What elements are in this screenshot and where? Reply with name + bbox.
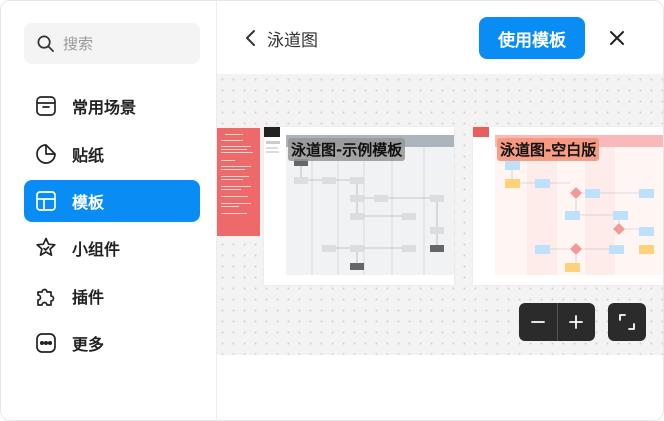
sidebar-item-label: 常用场景 [72, 98, 137, 117]
fit-screen-icon [619, 314, 635, 330]
template-icon [34, 189, 58, 213]
use-template-button[interactable]: 使用模板 [479, 17, 585, 59]
minus-icon [530, 321, 545, 323]
zoom-controls [519, 303, 595, 341]
zoom-in-button[interactable] [557, 303, 595, 341]
sidebar-item-label: 插件 [72, 288, 105, 307]
template-label-blank: 泳道图-空白版 [497, 138, 600, 161]
swimlane-blank-preview [473, 127, 663, 275]
sticker-icon [34, 142, 58, 166]
page-title: 泳道图 [267, 31, 318, 51]
fit-screen-button[interactable] [608, 303, 646, 341]
search-box[interactable] [24, 23, 200, 64]
close-icon[interactable] [605, 26, 629, 50]
template-label-example: 泳道图-示例模板 [288, 138, 406, 161]
sidebar-item-stickers[interactable]: 贴纸 [24, 133, 200, 175]
sidebar-item-label: 模板 [72, 193, 105, 212]
box-icon [34, 94, 58, 118]
sidebar-item-common-scenes[interactable]: 常用场景 [24, 85, 200, 127]
sidebar-item-plugins[interactable]: 插件 [24, 275, 200, 317]
divider [556, 303, 558, 341]
star-widget-icon [34, 236, 58, 260]
sidebar-item-label: 小组件 [72, 240, 121, 259]
sidebar-item-label: 更多 [72, 335, 105, 354]
plus-icon [569, 315, 584, 329]
search-input[interactable] [63, 34, 193, 53]
sidebar-item-templates[interactable]: 模板 [24, 180, 200, 222]
zoom-out-button[interactable] [519, 303, 557, 341]
more-icon [34, 331, 58, 355]
preview-canvas[interactable]: 泳道图-示例模板 [217, 74, 663, 355]
search-icon [37, 35, 54, 52]
sidebar-item-more[interactable]: 更多 [24, 322, 200, 364]
back-arrow-icon[interactable] [241, 27, 261, 49]
side-note-card [217, 128, 260, 236]
puzzle-icon [34, 284, 58, 308]
sidebar-item-widgets[interactable]: 小组件 [24, 227, 200, 269]
sidebar-item-label: 贴纸 [72, 146, 105, 165]
sidebar: 常用场景 贴纸 模板 [1, 1, 217, 420]
